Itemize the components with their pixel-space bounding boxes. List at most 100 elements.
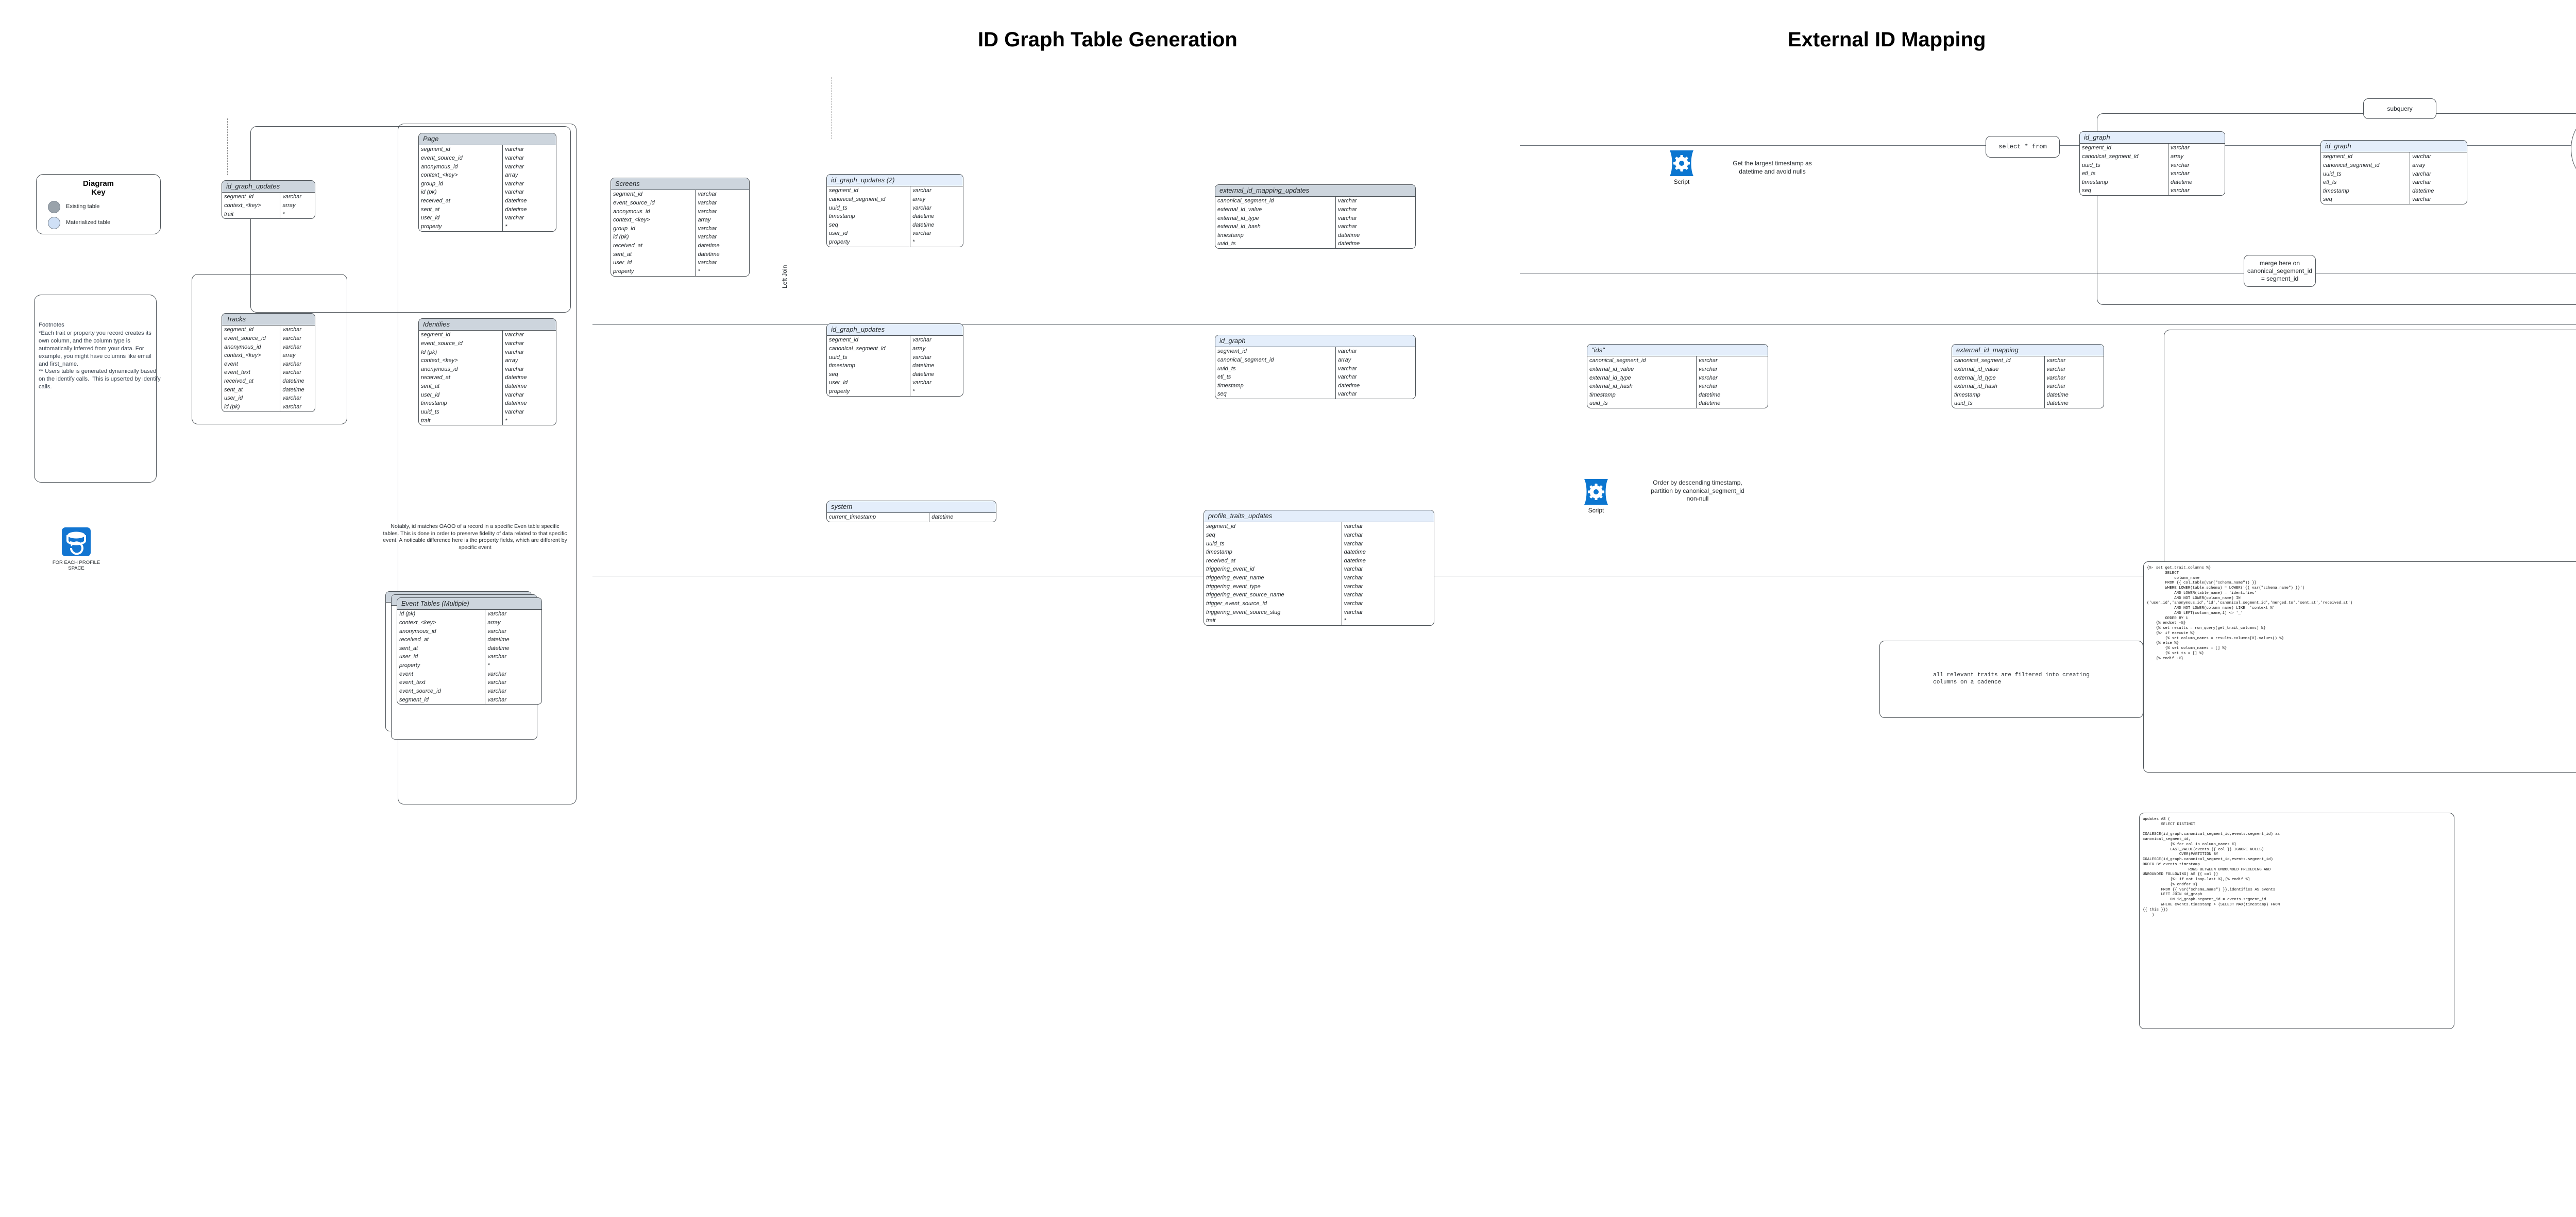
table-row[interactable]: id (pk)varchar: [419, 188, 556, 197]
table-row[interactable]: context_<key>array: [222, 351, 315, 360]
table-row[interactable]: property*: [419, 222, 556, 231]
table-row[interactable]: context_<key>array: [222, 201, 315, 210]
table-row[interactable]: context_<key>array: [419, 171, 556, 180]
table-row[interactable]: trait*: [419, 416, 556, 425]
table-row[interactable]: id (pk)varchar: [611, 233, 749, 242]
table-row[interactable]: Id (pk)varchar: [397, 610, 541, 619]
script-node-2[interactable]: Script: [1574, 478, 1618, 514]
table-row[interactable]: trait*: [222, 210, 315, 219]
table-row[interactable]: context_<key>array: [419, 356, 556, 365]
table-row[interactable]: property*: [611, 267, 749, 276]
